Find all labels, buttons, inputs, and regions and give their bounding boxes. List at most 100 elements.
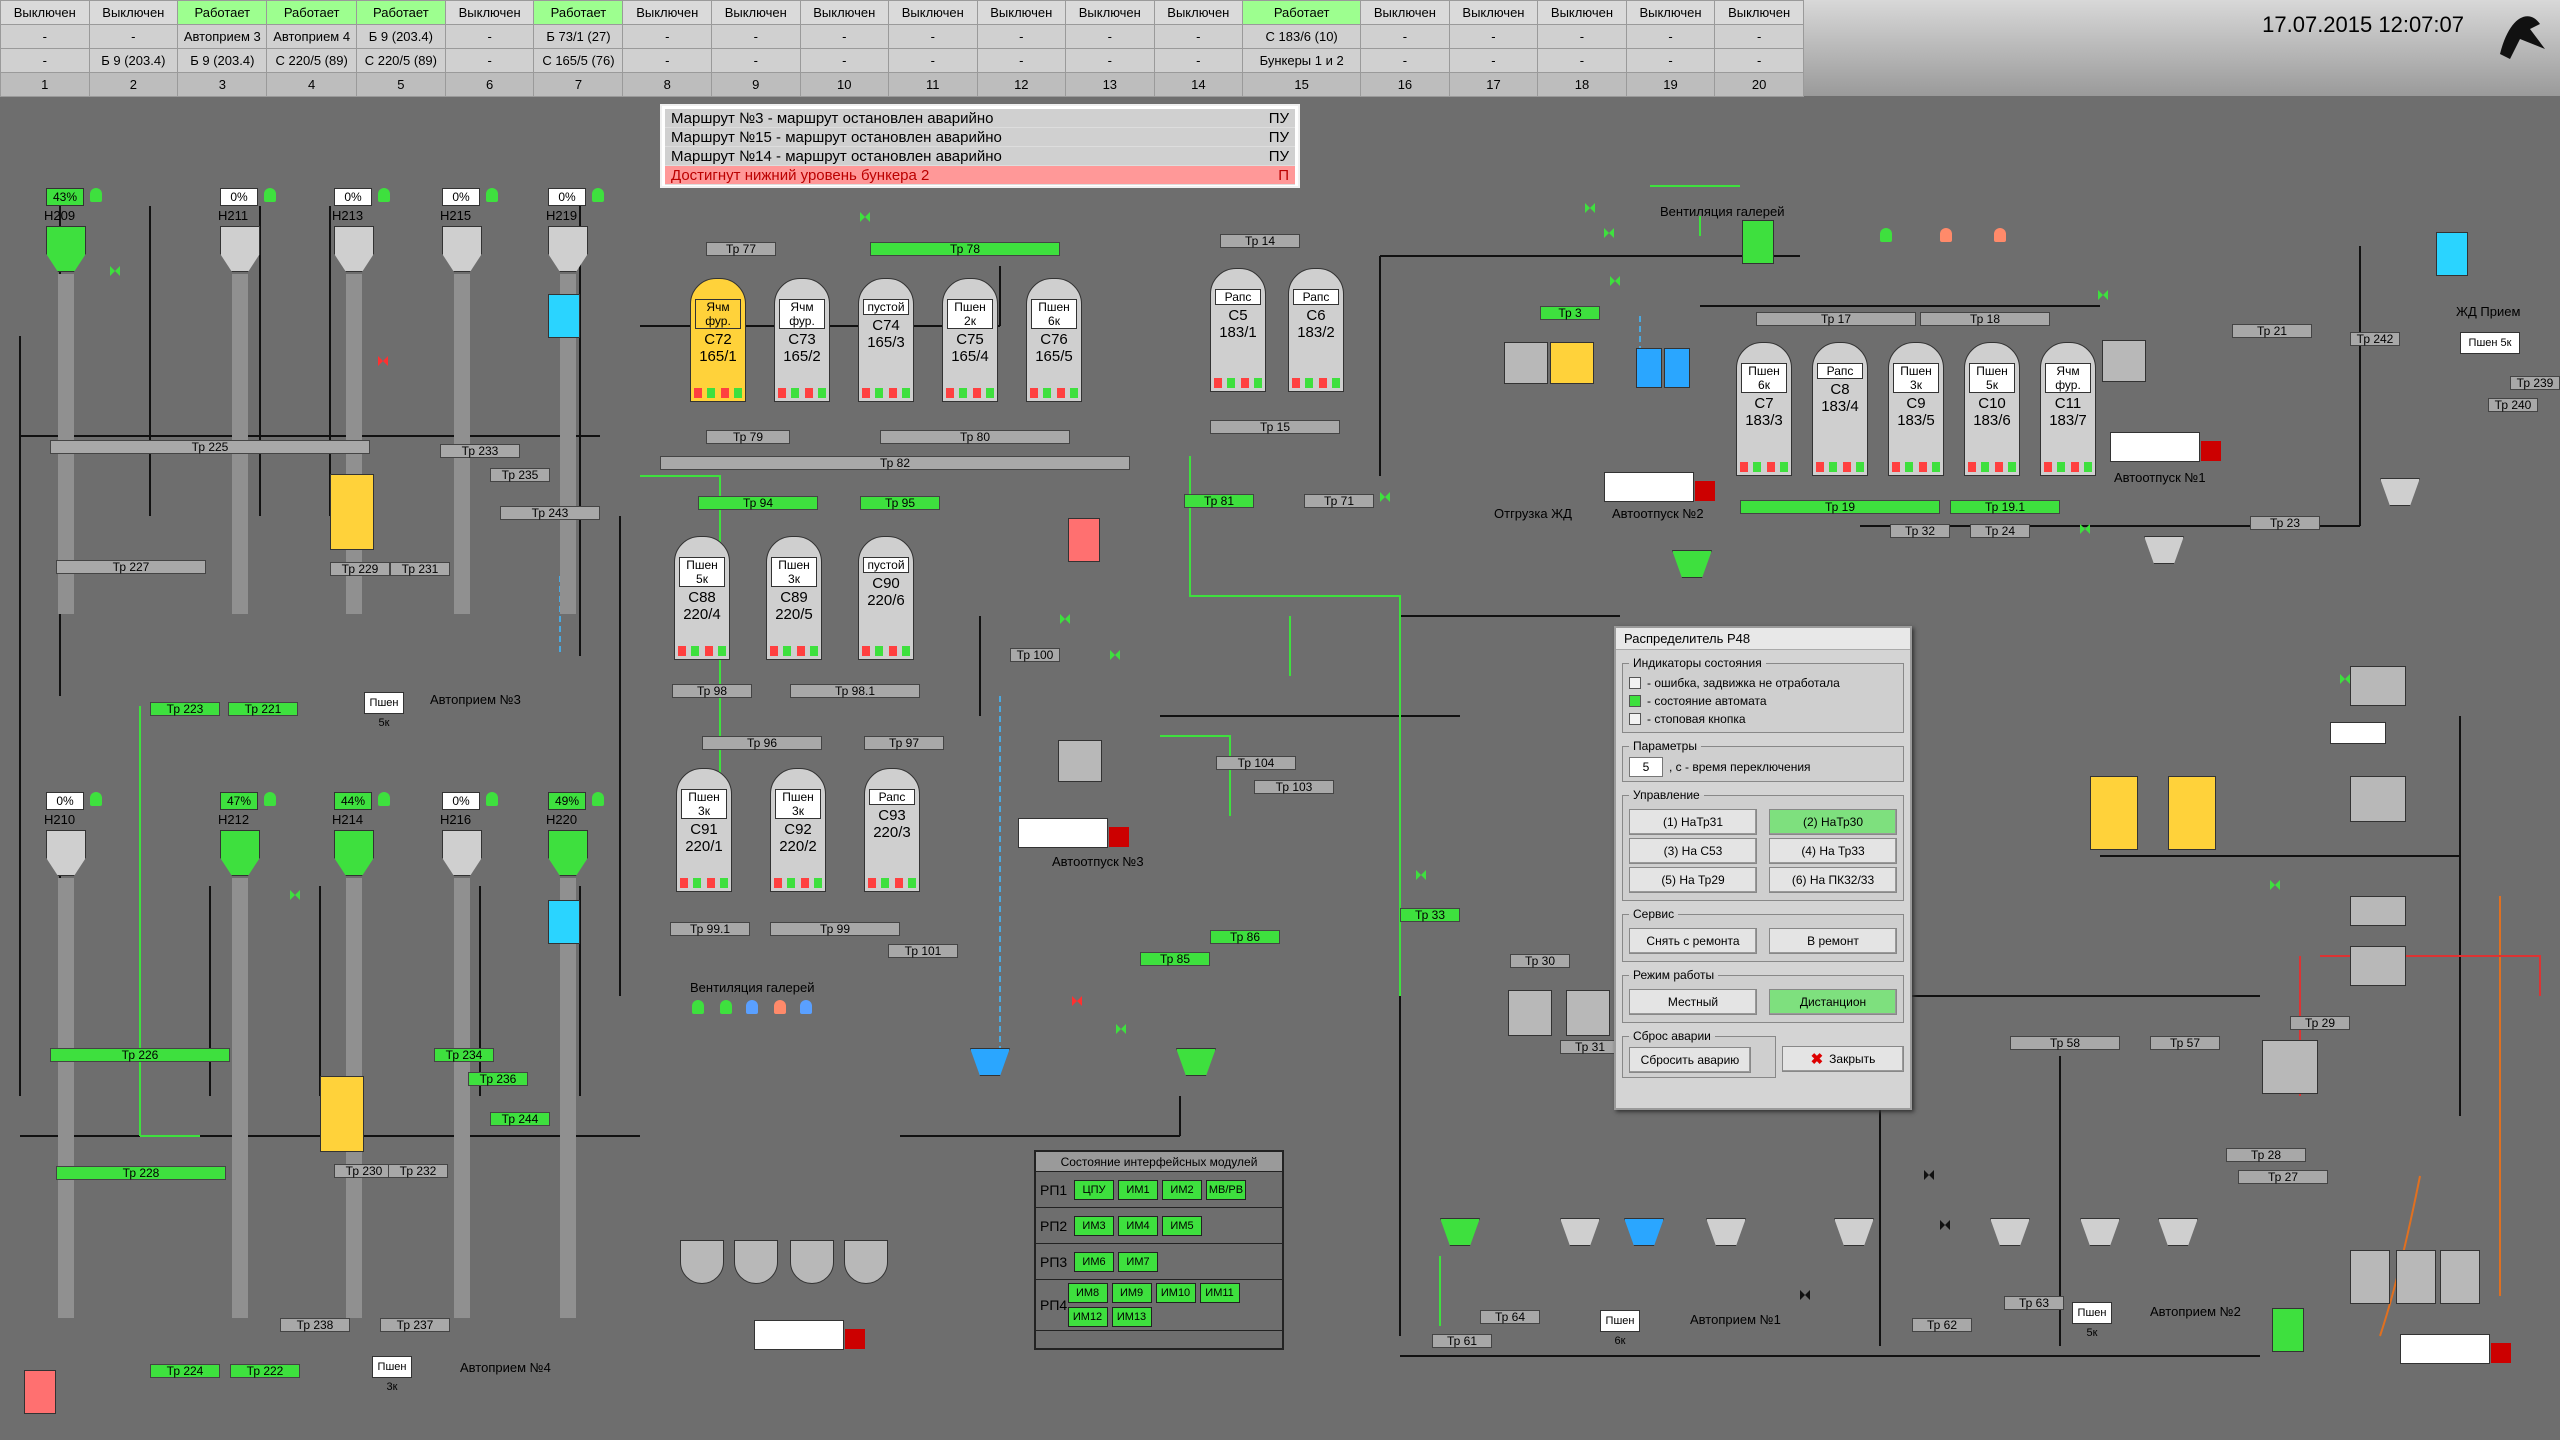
valve-81-1[interactable] bbox=[860, 212, 870, 222]
valve-84-1[interactable] bbox=[1060, 614, 1070, 624]
elevator-fan-icon[interactable] bbox=[592, 792, 604, 806]
distributor-dialog[interactable]: Распределитель Р48 Индикаторы состояния … bbox=[1614, 626, 1912, 1110]
route-cell[interactable]: С 220/5 (89) bbox=[266, 48, 357, 73]
route-cell[interactable]: - bbox=[976, 24, 1067, 49]
module-cell[interactable]: ИМ3 bbox=[1074, 1215, 1114, 1236]
conveyor[interactable]: Тр 31 bbox=[1560, 1040, 1620, 1054]
tank-208-2[interactable] bbox=[734, 1240, 778, 1284]
filter-k4[interactable] bbox=[24, 1370, 56, 1414]
conveyor[interactable]: Тр 19 bbox=[1740, 500, 1940, 514]
conveyor[interactable]: Тр 229 bbox=[330, 562, 390, 576]
module-cell[interactable]: ИМ13 bbox=[1111, 1307, 1152, 1327]
valve-71-1[interactable] bbox=[1380, 492, 1390, 502]
conveyor[interactable]: Тр 226 bbox=[50, 1048, 230, 1062]
route-cell[interactable]: Выключен bbox=[1537, 0, 1627, 25]
conveyor[interactable]: Тр 18 bbox=[1920, 312, 2050, 326]
conveyor[interactable]: Тр 61 bbox=[1432, 1334, 1492, 1348]
route-button[interactable]: (3) На С53 bbox=[1629, 838, 1757, 864]
conveyor[interactable]: Тр 227 bbox=[56, 560, 206, 574]
conveyor[interactable]: Тр 85 bbox=[1140, 952, 1210, 966]
close-button[interactable]: ✖ Закрыть bbox=[1782, 1046, 1904, 1072]
valve-62-1[interactable] bbox=[1940, 1220, 1950, 1230]
waste-bin-66[interactable] bbox=[2396, 1250, 2436, 1304]
route-cell[interactable]: - bbox=[88, 24, 179, 49]
route-button[interactable]: (1) НаТр31 bbox=[1629, 809, 1757, 835]
conveyor[interactable]: Тр 30 bbox=[1510, 954, 1570, 968]
reset-alarm-button[interactable]: Сбросить аварию bbox=[1629, 1047, 1751, 1073]
conveyor[interactable]: Тр 101 bbox=[888, 944, 958, 958]
conveyor[interactable]: Тр 104 bbox=[1216, 756, 1296, 770]
conveyor[interactable]: Тр 28 bbox=[2226, 1148, 2306, 1162]
local-mode-button[interactable]: Местный bbox=[1629, 989, 1757, 1015]
truck-icon[interactable] bbox=[1604, 472, 1715, 502]
remote-mode-button[interactable]: Дистанцион bbox=[1769, 989, 1897, 1015]
module-cell[interactable]: ИМ6 bbox=[1074, 1251, 1114, 1272]
route-cell[interactable]: Б 9 (203.4) bbox=[177, 48, 268, 73]
conveyor[interactable]: Тр 82 bbox=[660, 456, 1130, 470]
route-button[interactable]: (6) На ПК32/33 bbox=[1769, 867, 1897, 893]
elevator-head[interactable] bbox=[334, 830, 374, 876]
route-cell[interactable]: - bbox=[1065, 48, 1155, 73]
tank-208-3[interactable] bbox=[790, 1240, 834, 1284]
tank-208-1[interactable] bbox=[680, 1240, 724, 1284]
conveyor[interactable]: Тр 235 bbox=[490, 468, 550, 482]
truck-cab-wheat-5k[interactable]: Пшен 5к bbox=[2072, 1302, 2112, 1339]
conveyor[interactable]: Тр 17 bbox=[1756, 312, 1916, 326]
route-cell[interactable]: Работает bbox=[355, 0, 446, 25]
elevator-fan-icon[interactable] bbox=[264, 792, 276, 806]
route-cell[interactable]: 20 bbox=[1714, 72, 1804, 97]
route-cell[interactable]: Выключен bbox=[1625, 0, 1716, 25]
sieve-56[interactable] bbox=[2350, 946, 2406, 986]
route-cell[interactable]: - bbox=[622, 24, 712, 49]
dryer-60[interactable] bbox=[2090, 776, 2138, 850]
truck-icon[interactable] bbox=[754, 1320, 865, 1350]
route-cell[interactable]: 10 bbox=[799, 72, 890, 97]
route-cell[interactable]: - bbox=[1448, 48, 1539, 73]
route-cell[interactable]: 1 bbox=[0, 72, 90, 97]
dryer-206-2[interactable] bbox=[320, 1076, 364, 1152]
conveyor[interactable]: Тр 244 bbox=[490, 1112, 550, 1126]
valve-20-1[interactable] bbox=[2098, 290, 2108, 300]
module-cell[interactable]: ИМ4 bbox=[1118, 1215, 1158, 1236]
valve-82-1[interactable] bbox=[1072, 996, 1082, 1006]
route-cell[interactable]: - bbox=[1065, 24, 1155, 49]
route-cell[interactable]: 8 bbox=[622, 72, 712, 97]
route-cell[interactable]: 4 bbox=[266, 72, 357, 97]
filter-k16[interactable] bbox=[1742, 220, 1774, 264]
conveyor[interactable]: Тр 94 bbox=[698, 496, 818, 510]
conveyor[interactable]: Тр 96 bbox=[702, 736, 822, 750]
route-cell[interactable]: Выключен bbox=[799, 0, 890, 25]
module-cell[interactable]: ИМ2 bbox=[1162, 1179, 1202, 1200]
conveyor[interactable]: Тр 27 bbox=[2238, 1170, 2328, 1184]
sieve-53[interactable] bbox=[2350, 666, 2406, 706]
conveyor[interactable]: Тр 15 bbox=[1210, 420, 1340, 434]
bin-87[interactable] bbox=[1058, 740, 1102, 782]
fan-b6-icon[interactable] bbox=[720, 1000, 732, 1014]
sieve-55[interactable] bbox=[2350, 776, 2406, 822]
conveyor[interactable]: Тр 99.1 bbox=[670, 922, 750, 936]
conveyor[interactable]: Тр 234 bbox=[434, 1048, 494, 1062]
valve-16-3[interactable] bbox=[1610, 276, 1620, 286]
route-cell[interactable]: С 165/5 (76) bbox=[533, 48, 624, 73]
truck-icon[interactable] bbox=[1018, 818, 1129, 848]
module-cell[interactable]: ИМ9 bbox=[1111, 1283, 1152, 1303]
route-cell[interactable]: 13 bbox=[1065, 72, 1155, 97]
valve-85-1[interactable] bbox=[1116, 1024, 1126, 1034]
route-cell[interactable]: - bbox=[1448, 24, 1539, 49]
route-cell[interactable]: Автоприем 4 bbox=[266, 24, 357, 49]
route-cell[interactable]: Выключен bbox=[1714, 0, 1804, 25]
route-cell[interactable]: - bbox=[1153, 24, 1244, 49]
valve-49[interactable] bbox=[2340, 674, 2350, 684]
route-cell[interactable]: - bbox=[799, 24, 890, 49]
conveyor[interactable]: Тр 57 bbox=[2150, 1036, 2220, 1050]
conveyor[interactable]: Тр 100 bbox=[1010, 648, 1060, 662]
dryer-206-1[interactable] bbox=[330, 474, 374, 550]
